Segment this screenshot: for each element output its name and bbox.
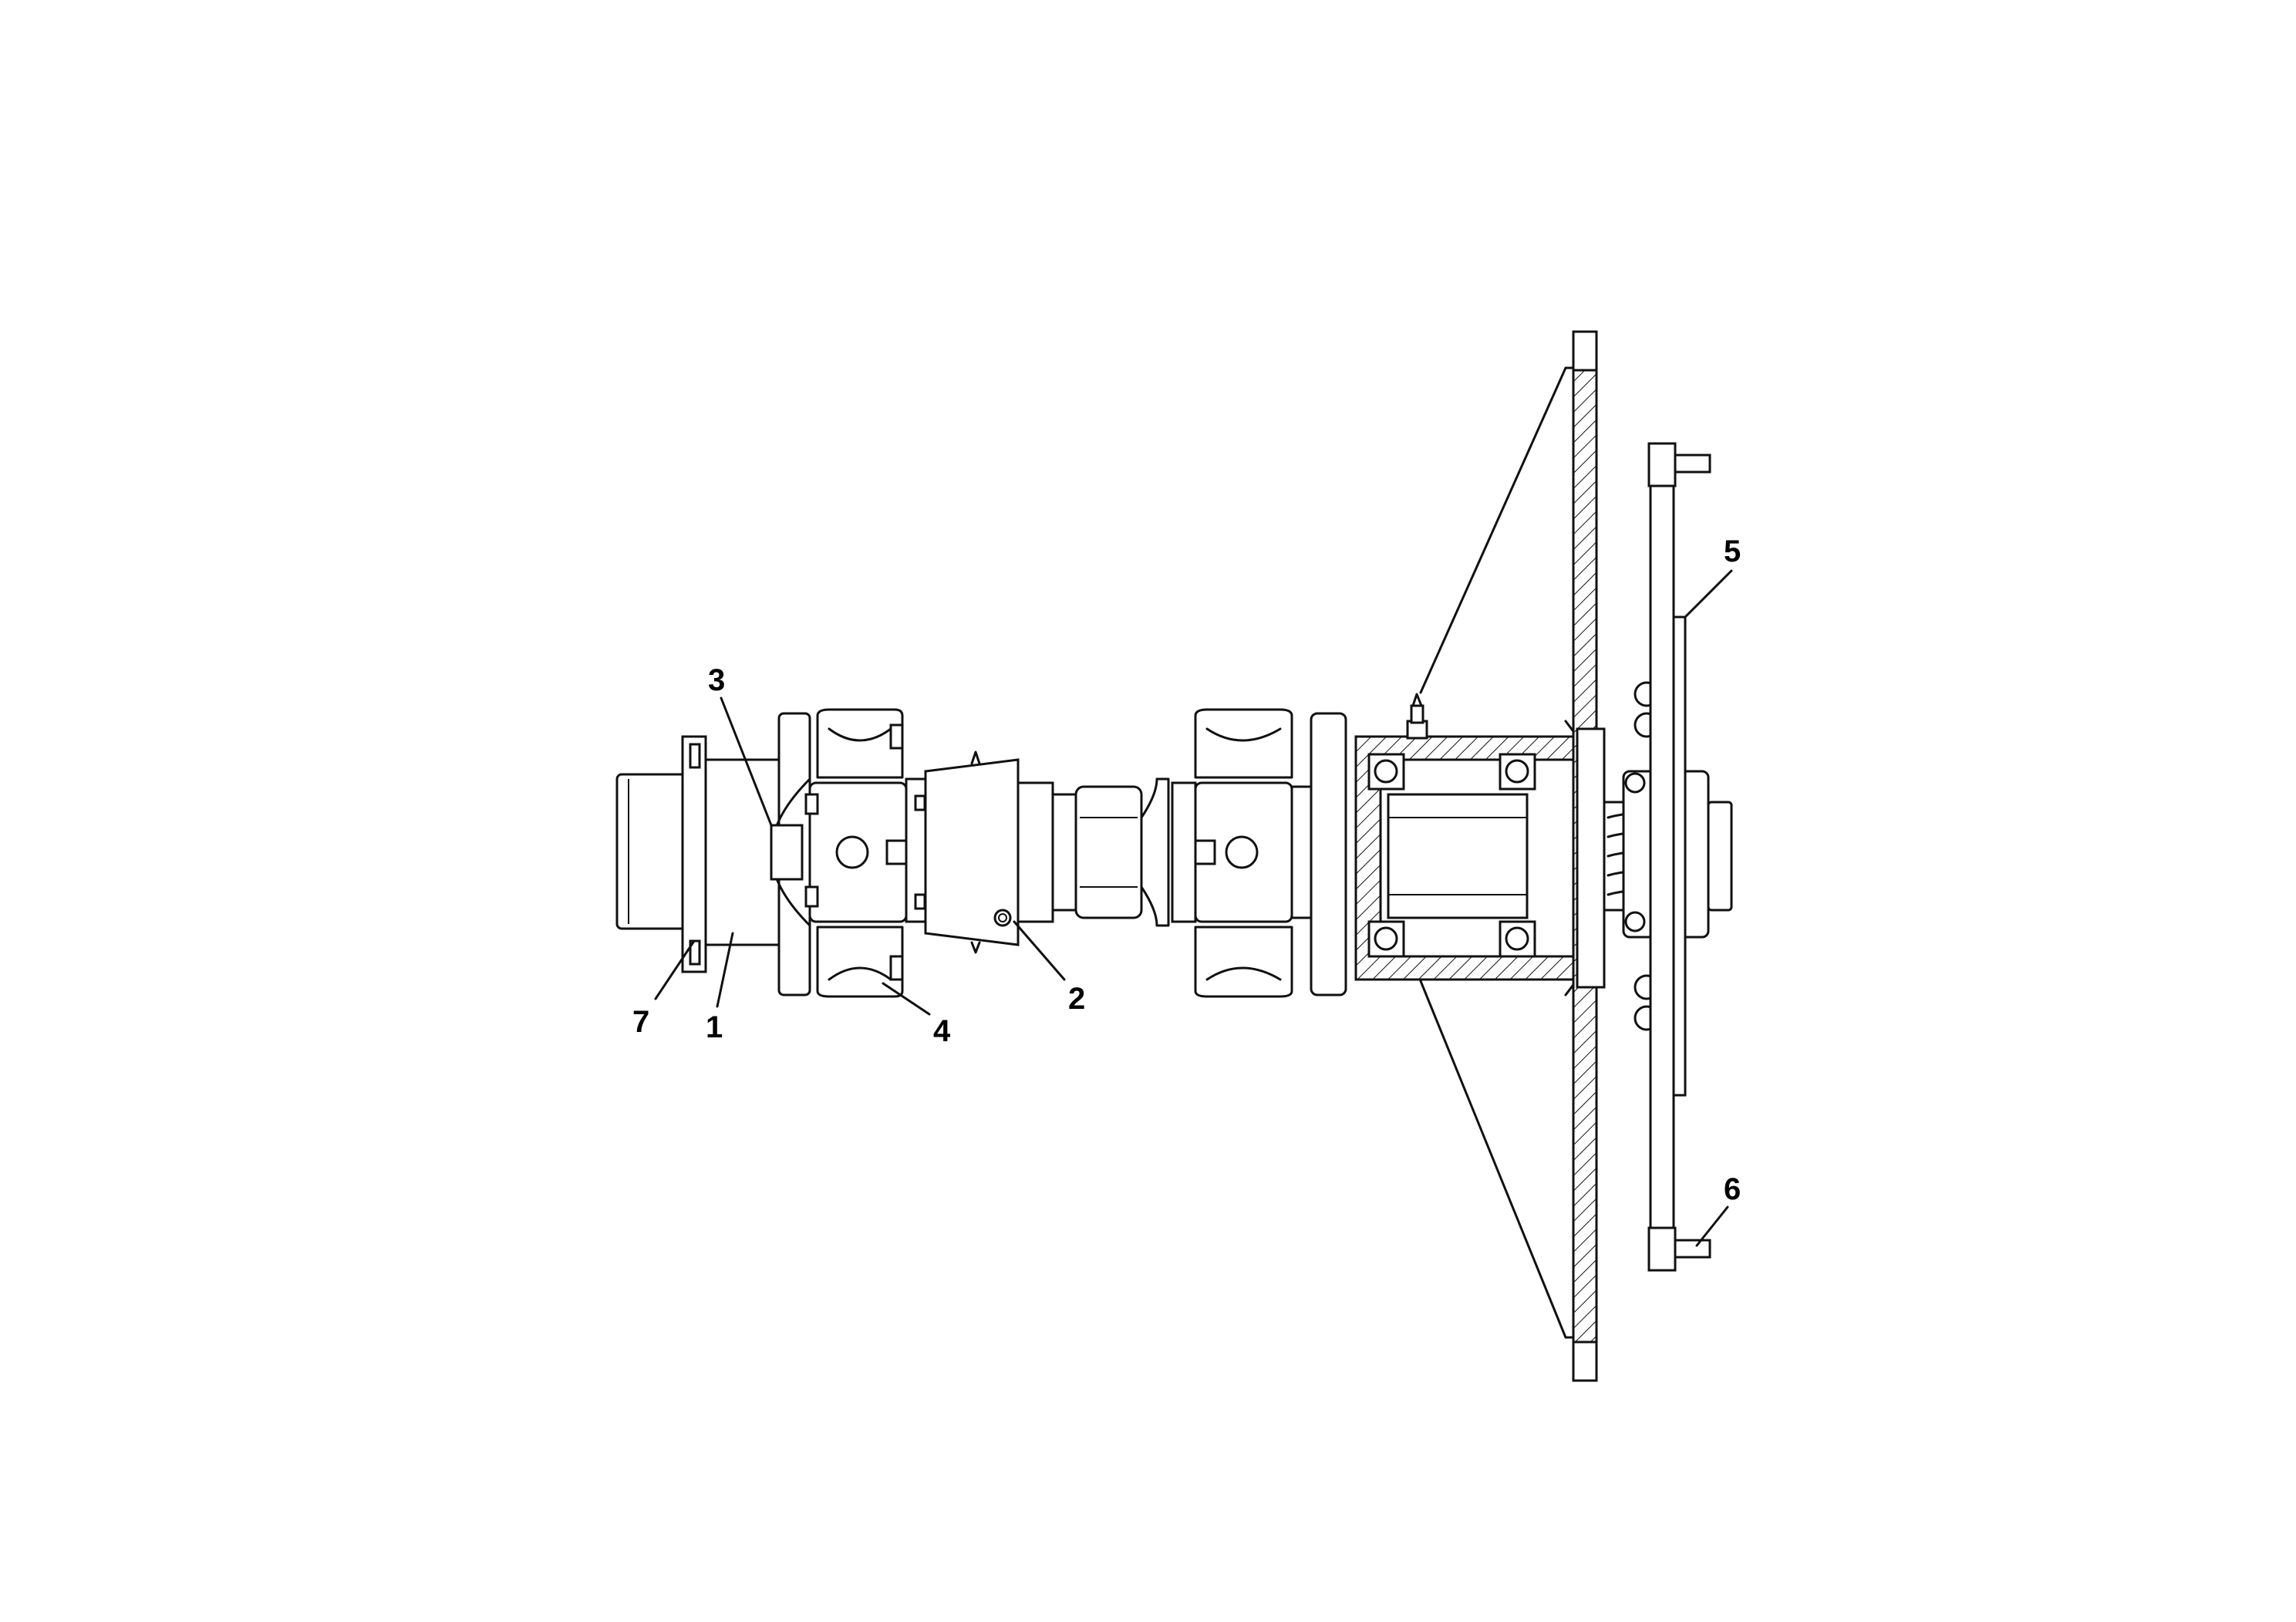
mounting-plate [1572,330,1606,1382]
callout-1: 1 [706,1010,723,1044]
callout-3: 3 [708,663,725,697]
telescopic-shaft [905,750,1170,954]
universal-joint-left [770,708,908,998]
callout-6: 6 [1724,1172,1741,1206]
rear-plate [1647,442,1711,1272]
callout-5: 5 [1724,534,1741,568]
bearing-housing [1354,693,1579,981]
leader-lines [654,569,1733,1247]
callout-7: 7 [632,1005,649,1039]
callout-4: 4 [933,1014,951,1048]
input-flange-hub [615,712,811,996]
universal-joint-right [1171,708,1347,998]
callout-2: 2 [1068,982,1085,1016]
